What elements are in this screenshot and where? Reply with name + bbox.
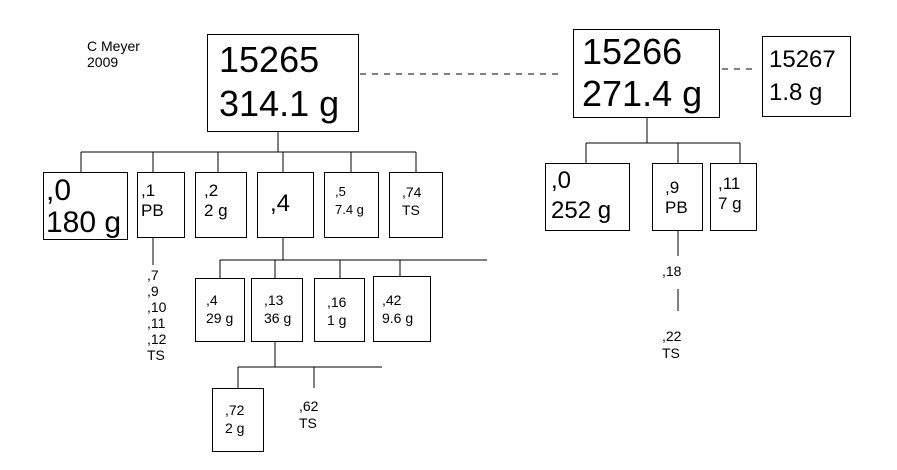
child-sub: 9.6 g — [382, 310, 414, 326]
sub13-node-72: ,72 2 g — [212, 388, 264, 452]
child-label: ,72 — [225, 402, 245, 418]
pb-list-item: ,10 — [147, 299, 167, 315]
node-15266: 15266 271.4 g — [573, 29, 720, 118]
child-sub: TS — [402, 202, 420, 218]
child-sub: 252 g — [551, 197, 612, 224]
child-label: ,5 — [335, 184, 346, 199]
child-label: ,2 — [204, 181, 219, 200]
child-label: ,74 — [402, 184, 422, 200]
pb-list-item: ,12 — [147, 331, 167, 347]
author-name: C Meyer — [87, 38, 140, 54]
pb-list-item: TS — [147, 347, 165, 363]
child-sub: 36 g — [264, 310, 292, 326]
pb-list-item: ,7 — [147, 267, 159, 283]
child-sub: PB — [141, 201, 164, 220]
child-label: ,42 — [382, 292, 402, 308]
child-label: ,0 — [46, 174, 72, 207]
node-weight: 314.1 g — [219, 83, 340, 124]
sub4-node-42: ,42 9.6 g — [373, 276, 431, 342]
pb-list-item: ,18 — [662, 263, 682, 279]
child-11-15266: ,11 7 g — [710, 163, 757, 231]
child-sub: 180 g — [46, 206, 122, 239]
child-sub: PB — [665, 198, 688, 217]
child-9-15266: ,9 PB — [652, 163, 703, 231]
child-label: ,0 — [551, 167, 572, 194]
sub4-node-16: ,16 1 g — [314, 278, 365, 342]
child-sub: 2 g — [204, 201, 228, 220]
child-4-15265: ,4 — [257, 172, 314, 238]
author-year: 2009 — [87, 54, 119, 70]
node-weight: 271.4 g — [582, 73, 703, 114]
child-0-15266: ,0 252 g — [545, 163, 630, 231]
pb-list-item: ,9 — [147, 283, 159, 299]
child-label: ,13 — [264, 292, 284, 308]
child-label: ,4 — [270, 190, 291, 217]
child-sub: 29 g — [206, 310, 234, 326]
child-74-15265: ,74 TS — [389, 172, 443, 238]
child-label: ,9 — [665, 178, 680, 197]
sub13-sub-62: TS — [299, 415, 317, 431]
pb-list-item: ,11 — [147, 315, 166, 331]
node-weight: 1.8 g — [769, 79, 823, 106]
child-label: ,16 — [327, 294, 347, 310]
node-15267: 15267 1.8 g — [762, 36, 851, 117]
node-id: 15267 — [769, 46, 836, 73]
child-2-15265: ,2 2 g — [195, 172, 247, 238]
child-label: ,4 — [206, 292, 218, 308]
sub4-node-13: ,13 36 g — [251, 278, 303, 342]
node-15265: 15265 314.1 g — [207, 34, 359, 132]
child-sub: 7.4 g — [335, 202, 364, 217]
child-0-15265: ,0 180 g — [43, 172, 128, 240]
node-id: 15265 — [219, 39, 320, 80]
sub13-label-62: ,62 — [299, 398, 319, 414]
pb-list-item: TS — [662, 345, 680, 361]
child-sub: 2 g — [225, 420, 245, 436]
pb-list-item: ,22 — [662, 328, 682, 344]
child-sub: 7 g — [718, 194, 742, 213]
sub4-node-4: ,4 29 g — [195, 278, 245, 342]
child-1-15265: ,1 PB — [137, 172, 185, 238]
child-label: ,11 — [718, 174, 741, 193]
child-sub: 1 g — [327, 312, 347, 328]
node-id: 15266 — [582, 31, 683, 72]
child-label: ,1 — [141, 181, 156, 200]
child-5-15265: ,5 7.4 g — [324, 172, 379, 238]
